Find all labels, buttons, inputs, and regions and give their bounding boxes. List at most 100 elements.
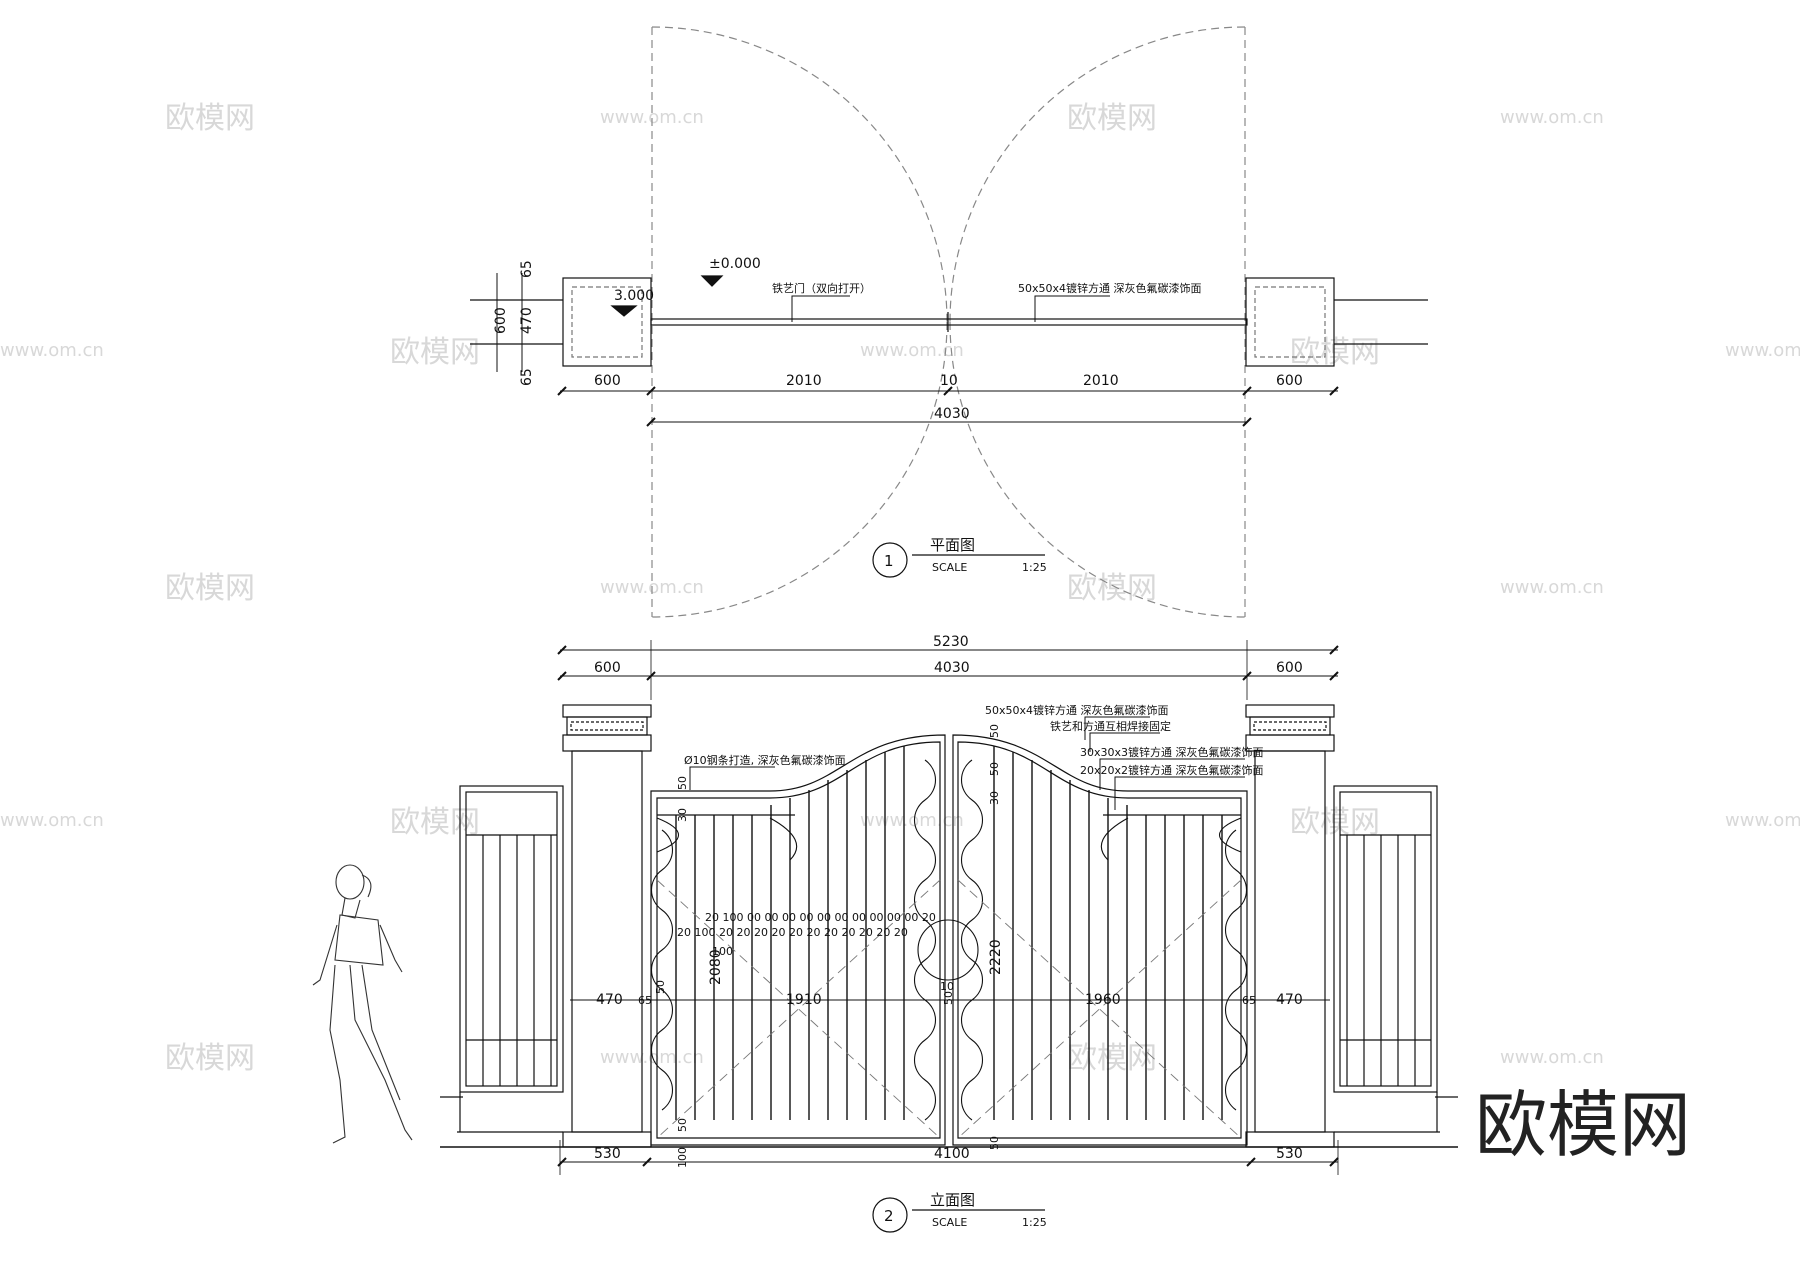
elev-dim-vertical: 2220 [988, 939, 1004, 975]
elevation-title-block: 2 立面图 SCALE 1:25 [872, 1191, 1047, 1233]
plan-dim-side: 65 [519, 260, 535, 278]
watermark-layer: 欧模网 欧模网 欧模网 欧模网 欧模网 欧模网 欧模网 欧模网 欧模网 欧模网 … [0, 101, 1800, 1076]
plan-note-tube: 50x50x4镀锌方通 深灰色氟碳漆饰面 [1018, 281, 1202, 295]
watermark-url: www.om.cn [1500, 107, 1604, 128]
plan-title-block: 1 平面图 SCALE 1:25 [872, 536, 1047, 578]
plan-elevation-pier: 3.000 [614, 288, 654, 304]
plan-dim-pier-left: 600 [594, 373, 621, 389]
elev-dim-top: 600 [594, 660, 621, 676]
elevation-gate-left-leaf [650, 734, 946, 1146]
elev-note: 30x30x3镀锌方通 深灰色氟碳漆饰面 [1080, 745, 1264, 759]
watermark-url: www.om.cn [1725, 810, 1800, 831]
plan-dim-total: 4030 [934, 406, 970, 422]
door-swing-arc-left-top [651, 26, 948, 323]
elev-dim-mid: 470 [596, 992, 623, 1008]
plan-dim-side: 600 [493, 307, 509, 334]
elev-dim-bottom: 4100 [934, 1146, 970, 1162]
watermark-url: www.om.cn [1500, 577, 1604, 598]
watermark-cn: 欧模网 [1290, 335, 1380, 370]
elev-dim-bottom: 530 [1276, 1146, 1303, 1162]
watermark-cn: 欧模网 [1067, 571, 1157, 606]
elev-note: 50x50x4镀锌方通 深灰色氟碳漆饰面 [985, 703, 1169, 717]
watermark-url: www.om.cn [600, 107, 704, 128]
elev-note: Ø10钢条打造, 深灰色氟碳漆饰面 [684, 753, 846, 767]
elev-dim-vertical: 30 [988, 791, 1001, 805]
door-swing-arc-right-bottom [949, 321, 1246, 618]
elev-dim-top: 4030 [934, 660, 970, 676]
plan-scale-label: SCALE [932, 561, 967, 574]
elev-dim-vertical: 50 [676, 776, 689, 790]
plan-elevation-ground: ±0.000 [709, 256, 761, 272]
elevation-gate-right-leaf [952, 734, 1248, 1146]
elev-dim-vertical: 50 [988, 762, 1001, 776]
elev-dim-mid: 1960 [1085, 992, 1121, 1008]
plan-dim-leaf-left: 2010 [786, 373, 822, 389]
elev-dim-mid: 470 [1276, 992, 1303, 1008]
elevation-side-fence-left [457, 785, 564, 1133]
elevation-scale: 1:25 [1022, 1216, 1047, 1229]
human-scale-figure [312, 864, 413, 1144]
watermark-url: www.om.cn [600, 1047, 704, 1068]
bar-spacing-under: 100 [712, 945, 733, 958]
elevation-pier-right [1245, 704, 1335, 1148]
elevation-scale-label: SCALE [932, 1216, 967, 1229]
watermark-cn: 欧模网 [1067, 101, 1157, 136]
elev-dim-mid: 1910 [786, 992, 822, 1008]
elev-dim-vertical: 2080 [708, 949, 724, 985]
elev-note: 铁艺和方通互相焊接固定 [1050, 719, 1171, 733]
watermark-url: www.om.cn [860, 340, 964, 361]
elevation-title: 立面图 [930, 1191, 975, 1209]
plan-dim-side: 470 [519, 307, 535, 334]
watermark-cn: 欧模网 [1067, 1041, 1157, 1076]
elev-dim-vertical: 50 [676, 1118, 689, 1132]
elev-dim-vertical: 30 [676, 808, 689, 822]
gate-scroll-ornaments [650, 759, 1248, 1121]
plan-gate-leaves [650, 318, 1248, 326]
watermark-cn: 欧模网 [165, 101, 255, 136]
plan-note-gate: 铁艺门（双向打开） [772, 281, 871, 295]
elev-dim-overall: 5230 [933, 634, 969, 650]
plan-dim-gap: 10 [940, 373, 958, 389]
elev-note: 20x20x2镀锌方通 深灰色氟碳漆饰面 [1080, 763, 1264, 777]
plan-dim-pier-right: 600 [1276, 373, 1303, 389]
elev-dim-vertical: 50 [988, 724, 1001, 738]
elev-dim-vertical: 100 [676, 1147, 689, 1168]
elev-dim-mid: 65 [1242, 994, 1256, 1007]
bar-spacing-bottom: 20 100 20 20 20 20 20 20 20 20 20 20 20 [677, 926, 908, 939]
elev-dim-bottom: 530 [594, 1146, 621, 1162]
door-swing-arc-right-top [949, 26, 1246, 323]
door-swing-arc-left-bottom [651, 321, 948, 618]
watermark-cn: 欧模网 [165, 571, 255, 606]
gate-vertical-bars [675, 746, 1223, 1120]
elev-dim-vertical: 10 [940, 980, 954, 993]
watermark-cn: 欧模网 [165, 1041, 255, 1076]
brand-watermark: 欧模网 [1475, 1083, 1691, 1167]
watermark-url: www.om.cn [0, 340, 104, 361]
bar-spacing-top: 20 100 00 00 00 00 00 00 00 00 00 00 20 [705, 911, 936, 924]
elevation-pier-left [562, 704, 652, 1148]
elevation-title-number: 2 [884, 1207, 894, 1225]
plan-title-number: 1 [884, 552, 894, 570]
plan-dim-side: 65 [519, 368, 535, 386]
elev-dim-top: 600 [1276, 660, 1303, 676]
plan-dim-leaf-right: 2010 [1083, 373, 1119, 389]
watermark-cn: 欧模网 [390, 805, 480, 840]
plan-scale: 1:25 [1022, 561, 1047, 574]
plan-view [470, 26, 1428, 618]
watermark-cn: 欧模网 [390, 335, 480, 370]
elevation-marker-ground [700, 275, 724, 287]
plan-pier-right [1245, 277, 1335, 367]
watermark-url: www.om.cn [1725, 340, 1800, 361]
watermark-url: www.om.cn [1500, 1047, 1604, 1068]
elevation-view [440, 640, 1458, 1175]
watermark-cn: 欧模网 [1290, 805, 1380, 840]
elevation-marker-pier [610, 305, 638, 317]
elev-dim-vertical: 50 [942, 991, 955, 1005]
elevation-side-fence-right [1333, 785, 1440, 1133]
elev-dim-vertical: 50 [988, 1136, 1001, 1150]
elev-dim-vertical: 50 [654, 980, 667, 994]
watermark-url: www.om.cn [860, 810, 964, 831]
elev-dim-mid: 65 [638, 994, 652, 1007]
